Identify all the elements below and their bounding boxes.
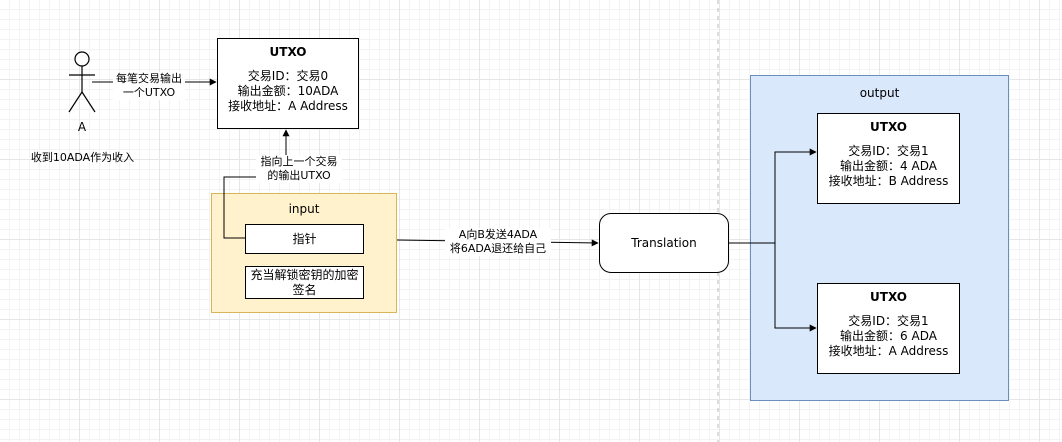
- actor-figure: [68, 51, 96, 113]
- utxo-b-amount: 输出金额：4 ADA: [840, 159, 937, 173]
- utxo-a-tx-id: 交易ID：交易1: [848, 314, 929, 328]
- utxo-b-tx-id: 交易ID：交易1: [848, 144, 929, 158]
- utxo-a-amount: 输出金额：6 ADA: [840, 329, 937, 343]
- actor-name: A: [77, 120, 87, 134]
- edge-label-pointer-to-utxo: 指向上一个交易 的输出UTXO: [256, 155, 342, 183]
- utxo-b-title: UTXO: [870, 120, 907, 134]
- arrow-translation-to-utxo-a: [774, 243, 817, 332]
- signature-label: 充当解锁密钥的加密 签名: [250, 268, 359, 297]
- arrow-translation-to-utxo-b: [729, 148, 817, 244]
- translation-box[interactable]: Translation: [599, 213, 729, 273]
- utxo-a-address: 接收地址：A Address: [828, 344, 949, 358]
- pointer-box[interactable]: 指针: [245, 224, 364, 254]
- utxo-0-address: 接收地址：A Address: [228, 99, 348, 113]
- output-title: output: [859, 86, 900, 100]
- pointer-label: 指针: [292, 232, 317, 246]
- signature-box[interactable]: 充当解锁密钥的加密 签名: [245, 266, 364, 299]
- utxo-a-title: UTXO: [870, 290, 907, 304]
- input-title: input: [288, 202, 320, 216]
- actor-caption: 收到10ADA作为收入: [30, 151, 135, 164]
- utxo-0-tx-id: 交易ID：交易0: [247, 69, 329, 83]
- utxo-a-box[interactable]: UTXO 交易ID：交易1 输出金额：6 ADA 接收地址：A Address: [817, 283, 960, 374]
- arrow-pointer-to-utxo: [223, 129, 290, 239]
- utxo-0-amount: 输出金额：10ADA: [237, 84, 339, 98]
- utxo-b-box[interactable]: UTXO 交易ID：交易1 输出金额：4 ADA 接收地址：B Address: [817, 113, 960, 204]
- utxo-0-title: UTXO: [269, 45, 307, 59]
- utxo-0-box[interactable]: UTXO 交易ID：交易0 输出金额：10ADA 接收地址：A Address: [217, 38, 359, 129]
- edge-label-actor-to-utxo: 每笔交易输出 一个UTXO: [113, 72, 185, 100]
- translation-label: Translation: [631, 236, 697, 250]
- edge-label-input-to-translation: A向B发送4ADA 将6ADA退还给自己: [445, 228, 551, 256]
- utxo-b-address: 接收地址：B Address: [828, 174, 949, 188]
